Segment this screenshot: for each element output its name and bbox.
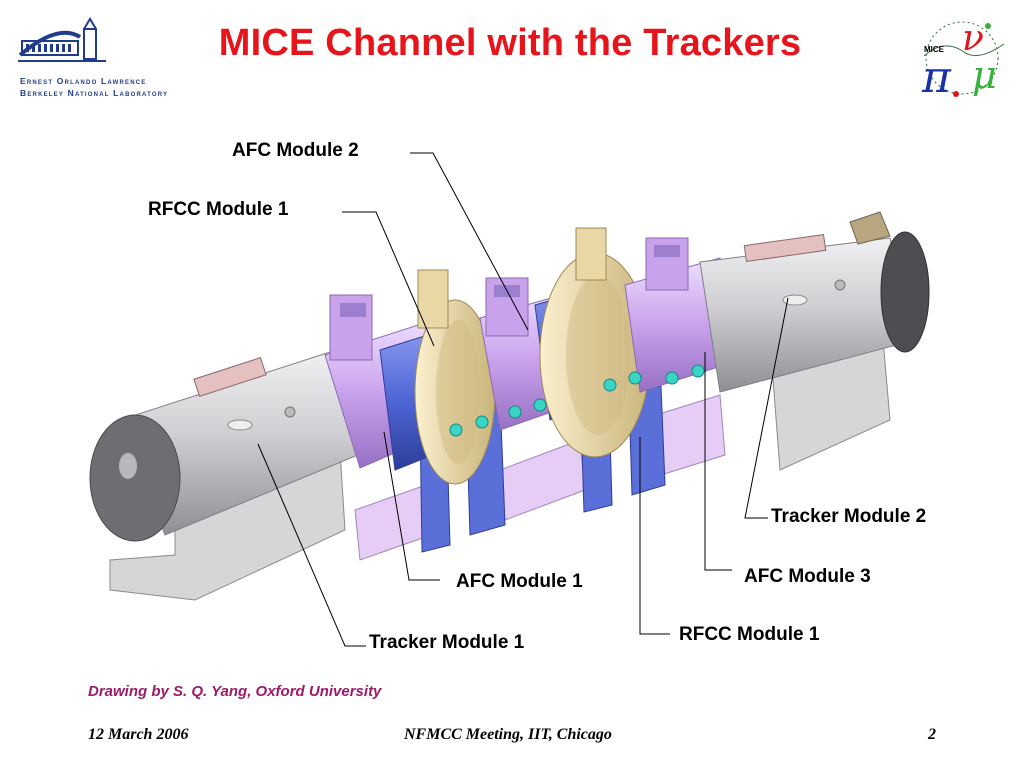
label-tracker-module-2: Tracker Module 2 — [771, 506, 927, 527]
svg-text:ν: ν — [962, 18, 984, 59]
label-rfcc-module-1-bottom: RFCC Module 1 — [679, 624, 820, 645]
svg-text:μ: μ — [972, 53, 997, 97]
leader-tracker1 — [257, 443, 366, 647]
leader-lines — [257, 152, 789, 647]
label-tracker-module-1: Tracker Module 1 — [369, 632, 525, 653]
leader-rfcc1-top — [342, 211, 435, 347]
footer-meeting: NFMCC Meeting, IIT, Chicago — [404, 726, 612, 743]
mice-wordmark: MICE — [924, 45, 945, 54]
lbnl-line2: Berkeley National Laboratory — [20, 88, 169, 98]
leader-afc2 — [410, 152, 529, 331]
lbnl-wordmark: Ernest Orlando Lawrence Berkeley Nationa… — [20, 75, 168, 99]
leader-rfcc1-bottom — [639, 437, 670, 635]
tracker-module-2-body — [699, 211, 930, 393]
leader-afc1 — [383, 431, 440, 581]
lbnl-building-icon — [18, 17, 106, 62]
svg-text:π: π — [921, 52, 952, 100]
afc-module-1 — [379, 269, 496, 485]
cyan-connectors — [449, 364, 705, 437]
mice-collaboration-logo: MICE π ν μ — [921, 18, 1005, 100]
lbnl-logo: Ernest Orlando Lawrence Berkeley Nationa… — [18, 15, 198, 100]
leader-tracker2 — [744, 297, 789, 519]
label-afc-module-3: AFC Module 3 — [744, 566, 871, 587]
slide-title: MICE Channel with the Trackers — [218, 22, 802, 64]
label-afc-module-2: AFC Module 2 — [232, 140, 359, 161]
label-rfcc-module-1-top: RFCC Module 1 — [148, 199, 289, 220]
tracker-module-1-body — [89, 351, 366, 542]
footer-date: 12 March 2006 — [88, 726, 189, 743]
label-afc-module-1: AFC Module 1 — [456, 571, 583, 592]
drawing-credit: Drawing by S. Q. Yang, Oxford University — [88, 683, 382, 700]
lbnl-line1: Ernest Orlando Lawrence — [20, 76, 147, 86]
footer-page-number: 2 — [928, 726, 936, 743]
leader-afc3 — [704, 352, 732, 571]
